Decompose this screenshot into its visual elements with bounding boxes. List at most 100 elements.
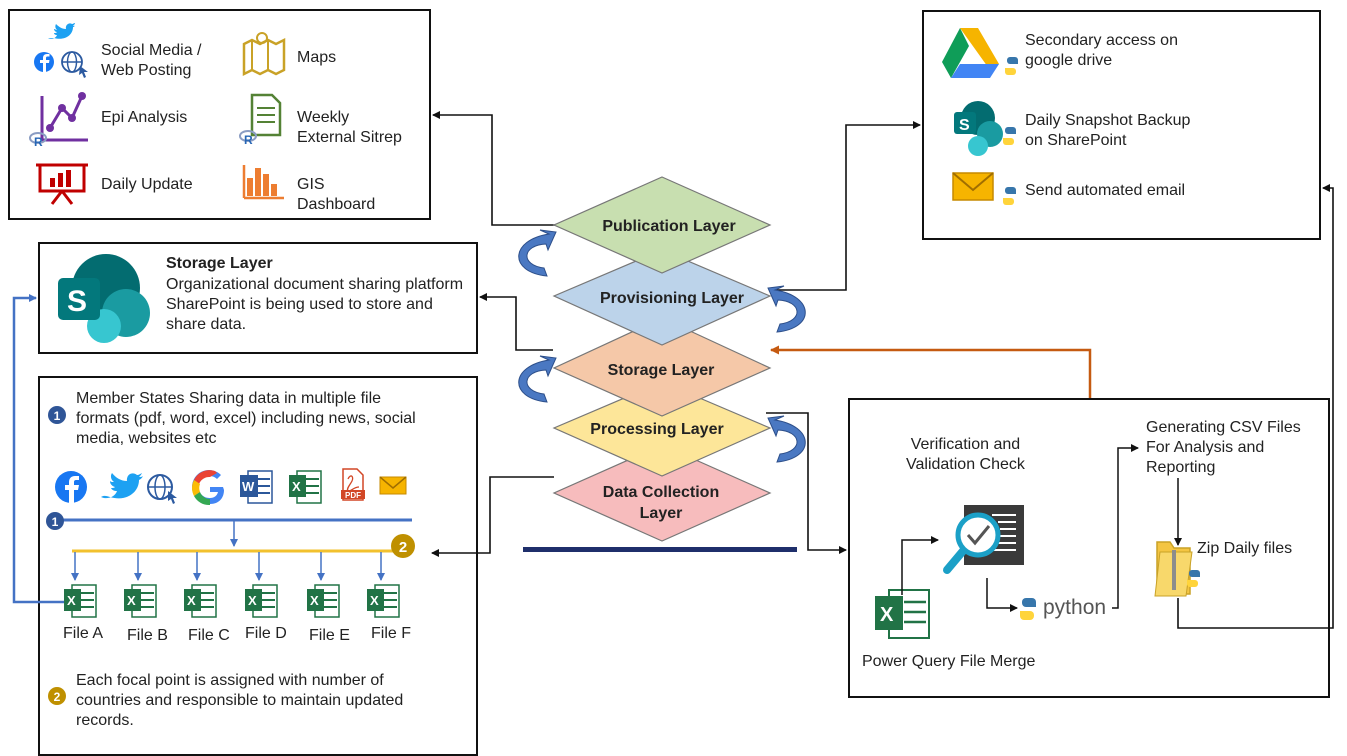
- google-icon: [191, 470, 224, 506]
- zip-daily-files-label: Zip Daily files: [1197, 540, 1293, 557]
- step-1-badge: 1: [48, 406, 66, 424]
- google-drive-icon: [942, 28, 999, 78]
- file-c-label: File C: [188, 627, 230, 644]
- svg-text:1: 1: [52, 515, 59, 529]
- svg-text:X: X: [880, 604, 894, 626]
- processing-connector-arrow: [766, 412, 847, 554]
- storage-connector-arrow: [479, 293, 553, 351]
- twitter-icon: [101, 473, 143, 499]
- svg-text:PDF: PDF: [345, 491, 361, 500]
- file-a-label: File A: [63, 625, 104, 642]
- step-2-badge: 2: [391, 534, 415, 558]
- file-e-label: File E: [309, 627, 350, 644]
- processing-layer-label: Processing Layer: [590, 421, 723, 438]
- storage-layer-diamond: [552, 317, 772, 417]
- storage-box-title: Storage Layer: [166, 255, 273, 272]
- word-icon: W: [240, 470, 273, 504]
- excel-file-icon: X: [245, 584, 278, 618]
- bar-chart-icon: [242, 165, 284, 200]
- r-document-icon: R: [239, 93, 282, 147]
- svg-text:X: X: [370, 593, 379, 608]
- svg-text:R: R: [244, 133, 253, 147]
- verification-search-icon: [943, 505, 1024, 574]
- file-b-label: File B: [127, 627, 168, 644]
- data-collection-layer-label-line2: Layer: [640, 505, 683, 522]
- email-icon: [379, 476, 407, 495]
- provisioning-layer-diamond: [552, 249, 772, 346]
- zip-to-provisioning-arrow: [1177, 184, 1334, 629]
- sharepoint-icon: S: [58, 254, 150, 343]
- excel-file-icon: X: [367, 584, 400, 618]
- excel-icon: X: [289, 470, 322, 504]
- python-icon: [1020, 598, 1036, 620]
- processing-box: [848, 398, 1330, 698]
- file-f-label: File F: [371, 625, 411, 642]
- data-collection-layer-label-line1: Data Collection: [603, 484, 719, 501]
- power-query-merge-label: Power Query File Merge: [862, 653, 1036, 670]
- r-chart-icon: R: [29, 92, 88, 149]
- daily-update-label: Daily Update: [101, 176, 193, 193]
- python-icon: [1005, 57, 1018, 75]
- python-icon: [1003, 127, 1016, 145]
- epi-analysis-label: Epi Analysis: [101, 109, 188, 126]
- provisioning-connector-arrow: [770, 121, 921, 291]
- maps-label: Maps: [297, 49, 337, 66]
- provisioning-layer-label: Provisioning Layer: [600, 290, 744, 307]
- svg-text:X: X: [292, 479, 301, 494]
- zip-folder-icon: [1154, 541, 1200, 597]
- collection-connector-arrow: [431, 476, 554, 557]
- sharepoint-link-arrow: [12, 294, 68, 604]
- publication-layer-label: Publication Layer: [602, 218, 735, 235]
- python-icon: [1003, 187, 1016, 205]
- storage-layer-label: Storage Layer: [608, 362, 715, 379]
- facebook-icon: [55, 471, 87, 503]
- processing-layer-diamond: [552, 381, 772, 477]
- svg-text:S: S: [67, 285, 87, 318]
- excel-file-icon: X: [64, 584, 97, 618]
- step-1-description: Member States Sharing data in multiple f…: [76, 390, 416, 447]
- excel-file-icon: X: [307, 584, 340, 618]
- step-1-badge: 1: [46, 512, 64, 530]
- publication-outputs-box: [8, 9, 431, 220]
- step-2-description: Each focal point is assigned with number…: [76, 672, 404, 729]
- svg-text:S: S: [959, 117, 970, 134]
- weekly-sitrep-label: Weekly External Sitrep: [297, 109, 402, 146]
- web-icon: [147, 474, 177, 504]
- pdf-icon: PDF: [341, 468, 365, 501]
- excel-file-icon: X: [875, 589, 930, 639]
- presentation-icon: [36, 163, 88, 205]
- svg-text:1: 1: [54, 409, 61, 423]
- file-d-label: File D: [245, 625, 287, 642]
- data-collection-box: [38, 376, 478, 756]
- svg-text:X: X: [67, 593, 76, 608]
- map-icon: [242, 32, 286, 77]
- email-icon: [952, 172, 994, 201]
- publication-layer-diamond: [552, 176, 772, 274]
- svg-text:2: 2: [54, 690, 61, 704]
- data-collection-layer-diamond: [552, 444, 772, 542]
- social-media-label: Social Media / Web Posting: [101, 42, 202, 79]
- csv-generation-label: Generating CSV Files For Analysis and Re…: [1146, 419, 1301, 476]
- svg-text:W: W: [242, 479, 255, 494]
- step-2-badge: 2: [48, 687, 66, 705]
- python-label: python: [1043, 596, 1107, 619]
- publication-connector-arrow: [432, 111, 555, 226]
- sharepoint-backup-label: Daily Snapshot Backup on SharePoint: [1025, 112, 1191, 149]
- svg-text:X: X: [127, 593, 136, 608]
- excel-file-icon: X: [184, 584, 217, 618]
- google-drive-label: Secondary access on google drive: [1025, 32, 1178, 69]
- social-media-icon: [34, 23, 88, 78]
- excel-file-icon: X: [124, 584, 157, 618]
- automated-email-label: Send automated email: [1025, 182, 1186, 199]
- svg-text:X: X: [187, 593, 196, 608]
- gis-dashboard-label: GIS Dashboard: [297, 176, 376, 213]
- navy-divider-bar: [523, 547, 797, 552]
- storage-box-description: Organizational document sharing platform…: [166, 276, 464, 333]
- svg-text:2: 2: [399, 539, 407, 556]
- flow-curve-icon: [518, 229, 806, 463]
- svg-text:X: X: [248, 593, 257, 608]
- diagram-canvas: Publication Layer Provisioning Layer Sto…: [12, 23, 1334, 705]
- svg-text:X: X: [310, 593, 319, 608]
- processing-feedback-arrow: [770, 345, 1092, 398]
- sharepoint-icon: S: [954, 101, 1003, 156]
